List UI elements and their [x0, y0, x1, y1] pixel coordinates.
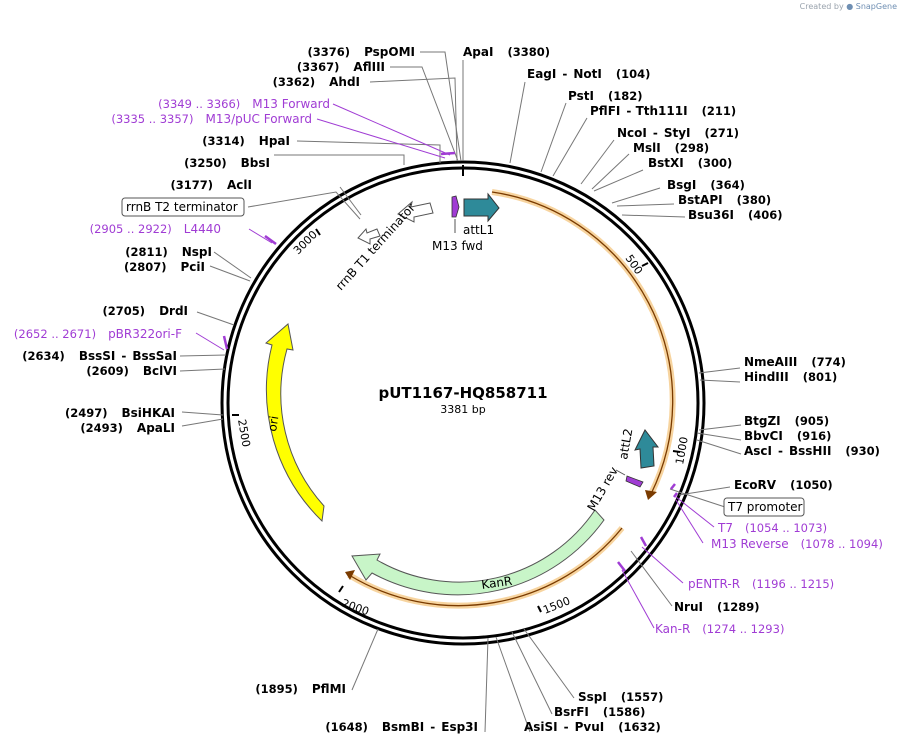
enzyme-apali: (2493)ApaLI	[80, 421, 175, 435]
rrnb-t2-leader	[247, 191, 361, 220]
enzyme-bstxi: BstXI(300)	[648, 156, 732, 170]
rrnb-t2-feature	[397, 200, 434, 223]
rrnb-t1-feature	[357, 227, 381, 245]
attl1-label: attL1	[463, 223, 494, 237]
kanr-feature	[351, 509, 605, 596]
primer-l4440: (2905 .. 2922)L4440	[90, 222, 221, 236]
enzyme-apai: ApaI(3380)	[463, 45, 550, 59]
m13rev-leader	[615, 469, 626, 476]
enzyme-sspi: SspI(1557)	[578, 690, 663, 704]
attl1-feature	[463, 192, 500, 223]
enzyme-bsrfi: BsrFI(1586)	[554, 705, 645, 719]
enzyme-bstapi: BstAPI(380)	[678, 193, 771, 207]
enzyme-hindiii: HindIII(801)	[744, 370, 837, 384]
enzyme-asisi-pvui: AsiSI-PvuI(1632)	[524, 720, 661, 734]
enzyme-btgzi: BtgZI(905)	[744, 414, 829, 428]
m13rev-label: M13 rev	[584, 464, 620, 513]
rrnb-t1-label: rrnB T1 terminator	[333, 201, 418, 293]
primer-t7: T7(1054 .. 1073)	[717, 521, 827, 535]
ori-label: ori	[265, 415, 281, 433]
orf-arc-1-line	[491, 191, 674, 495]
plasmid-length: 3381 bp	[440, 403, 485, 416]
enzyme-ncoi-styi: NcoI-StyI(271)	[617, 126, 739, 140]
enzyme-nspi: (2811)NspI	[125, 245, 212, 259]
enzyme-bsmbi-esp3i: (1648)BsmBI-Esp3I	[325, 720, 478, 734]
attl2-label: attL2	[616, 427, 635, 460]
enzyme-afliii: (3367)AflIII	[297, 60, 385, 74]
primer-pbr322ori-f: (2652 .. 2671)pBR322ori-F	[14, 327, 182, 341]
t7-promoter-label: T7 promoter	[727, 500, 803, 514]
enzyme-msli: MslI(298)	[633, 141, 709, 155]
backbone-outer	[220, 160, 706, 646]
t7-promoter-leader	[669, 488, 726, 508]
enzyme-ecorv: EcoRV(1050)	[734, 478, 833, 492]
plasmid-name: pUT1167-HQ858711	[378, 384, 547, 402]
snapgene-logo-icon: ●	[846, 2, 854, 11]
primer-m13-puc-forward: (3335 .. 3357)M13/pUC Forward	[111, 112, 312, 126]
primer-m13-reverse: M13 Reverse(1078 .. 1094)	[711, 537, 883, 551]
enzyme-nmeaiii: NmeAIII(774)	[744, 355, 846, 369]
enzyme-asci-bsshii: AscI-BssHII(930)	[744, 444, 880, 458]
enzyme-acli: (3177)AclI	[170, 178, 252, 192]
enzyme-hpai: (3314)HpaI	[202, 134, 290, 148]
primer-pentr-r: pENTR-R(1196 .. 1215)	[688, 577, 834, 591]
t7-promoter-box	[723, 497, 805, 517]
enzyme-drdi: (2705)DrdI	[103, 304, 188, 318]
ori-feature	[265, 323, 325, 523]
enzyme-leaders	[179, 51, 742, 733]
enzyme-ahdi: (3362)AhdI	[273, 75, 360, 89]
orf-arc-2-arrow	[345, 570, 355, 580]
enzyme-bsgi: BsgI(364)	[667, 178, 745, 192]
m13fwd-feature	[451, 195, 460, 218]
primer-leaders	[195, 103, 715, 629]
primer-marks	[222, 151, 678, 572]
enzyme-psti: PstI(182)	[568, 89, 642, 103]
snapgene-credit: Created by ● SnapGene	[799, 2, 897, 11]
enzyme-eagi-noti: EagI-NotI(104)	[527, 67, 650, 81]
rrnb-t2-label: rrnB T2 terminator	[126, 200, 238, 214]
m13rev-feature	[625, 475, 644, 488]
tick-1000: 1000	[673, 436, 691, 466]
kanr-label: KanR	[480, 574, 513, 592]
tick-marks	[232, 228, 681, 613]
primer-m13-forward: (3349 .. 3366)M13 Forward	[158, 97, 330, 111]
enzyme-bclvi: (2609)BclVI	[86, 364, 177, 378]
m13fwd-label: M13 fwd	[432, 239, 483, 253]
enzyme-pflfi-tth111i: PflFI-Tth111I(211)	[590, 104, 736, 118]
tick-2500: 2500	[235, 418, 253, 448]
enzyme-nrui: NruI(1289)	[674, 600, 760, 614]
enzyme-pspomi: (3376)PspOMI	[308, 45, 415, 59]
enzyme-bbvci: BbvCI(916)	[744, 429, 831, 443]
orf-arc-1-arrow	[645, 490, 657, 500]
attl2-feature	[634, 429, 660, 469]
enzyme-bsu36i: Bsu36I(406)	[688, 208, 783, 222]
enzyme-bsihkai: (2497)BsiHKAI	[65, 406, 175, 420]
tick-2000: 2000	[340, 597, 371, 619]
orf-arc-2-line	[348, 527, 623, 607]
enzyme-pcii: (2807)PciI	[124, 260, 205, 274]
tick-3000: 3000	[291, 228, 320, 257]
enzyme-bsssi-bsssai: (2634)BssSI-BssSaI	[22, 349, 177, 363]
primer-kan-r: Kan-R(1274 .. 1293)	[655, 622, 784, 636]
enzyme-bbsi: (3250)BbsI	[184, 156, 270, 170]
rrnb-t2-box	[121, 197, 245, 217]
enzyme-pflmi: (1895)PflMI	[255, 682, 346, 696]
